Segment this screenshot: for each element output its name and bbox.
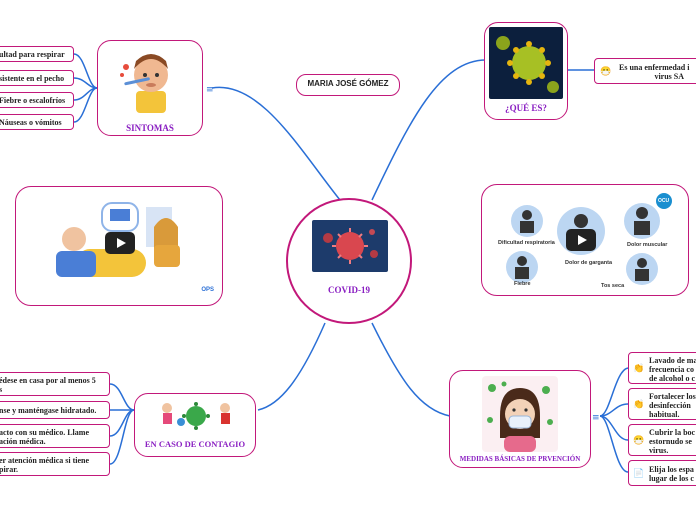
symptom-item[interactable]: ultad para respirar <box>0 46 74 62</box>
symptom-label: Fiebre <box>514 281 531 287</box>
symptom-item[interactable]: sistente en el pecho <box>0 70 74 86</box>
ops-logo: OPS <box>201 287 214 293</box>
author-label[interactable]: MARIA JOSÉ GÓMEZ <box>296 74 400 96</box>
virus-image <box>312 220 388 272</box>
symptom-figures <box>506 193 672 285</box>
svg-text:≡: ≡ <box>206 85 214 95</box>
topic-que-es[interactable]: ¿QUÉ ES? <box>484 22 568 120</box>
central-topic[interactable]: COVID-19 <box>286 198 412 324</box>
play-button[interactable] <box>566 229 596 251</box>
symptom-item[interactable]: Náuseas o vómitos <box>0 114 74 130</box>
symptom-label: Dolor de garganta <box>565 260 613 266</box>
topic-que-es-title: ¿QUÉ ES? <box>505 103 547 113</box>
clapping-hands-icon: 👏 <box>633 399 645 409</box>
symptom-label: Dificultad respiratoria <box>498 240 555 246</box>
symptom-item[interactable]: Fiebre o escalofríos <box>0 92 74 108</box>
document-icon: 📄 <box>633 468 645 478</box>
svg-text:≡: ≡ <box>592 413 600 423</box>
topic-sintomas-title: SINTOMAS <box>126 123 174 133</box>
masked-girl-illustration <box>482 376 558 452</box>
central-topic-title: COVID-19 <box>328 285 370 295</box>
topic-sintomas[interactable]: SINTOMAS <box>97 40 203 136</box>
symptom-label: Tos seca <box>601 283 625 289</box>
topic-medidas-title: MEDIDAS BÁSICAS DE PRVENCIÓN <box>459 455 581 463</box>
topic-contagio[interactable]: EN CASO DE CONTAGIO <box>134 393 256 457</box>
kids-virus-illustration <box>155 398 237 432</box>
clapping-hands-icon: 👏 <box>633 363 645 373</box>
topic-contagio-title: EN CASO DE CONTAGIO <box>144 439 246 449</box>
contagio-item[interactable]: nse y manténgase hidratado. <box>0 401 110 419</box>
video-ops[interactable]: OPS <box>15 186 223 306</box>
play-button[interactable] <box>105 232 135 254</box>
contagio-item[interactable]: édese en casa por al menos 5s <box>0 372 110 396</box>
sick-person-illustration <box>116 47 186 113</box>
video-symptoms[interactable]: Dificultad respiratoria Dolor de gargant… <box>481 184 689 296</box>
ocu-badge: OCU <box>658 198 670 204</box>
que-es-description[interactable]: 😷 Es una enfermedad i virus SA <box>594 58 696 84</box>
mask-face-icon: 😷 <box>633 435 645 445</box>
symptom-label: Dolor muscular <box>627 242 668 248</box>
topic-medidas[interactable]: MEDIDAS BÁSICAS DE PRVENCIÓN <box>449 370 591 468</box>
virus-illustration <box>489 27 563 99</box>
video-thumbnail <box>46 197 196 293</box>
mask-face-icon: 😷 <box>600 66 612 76</box>
